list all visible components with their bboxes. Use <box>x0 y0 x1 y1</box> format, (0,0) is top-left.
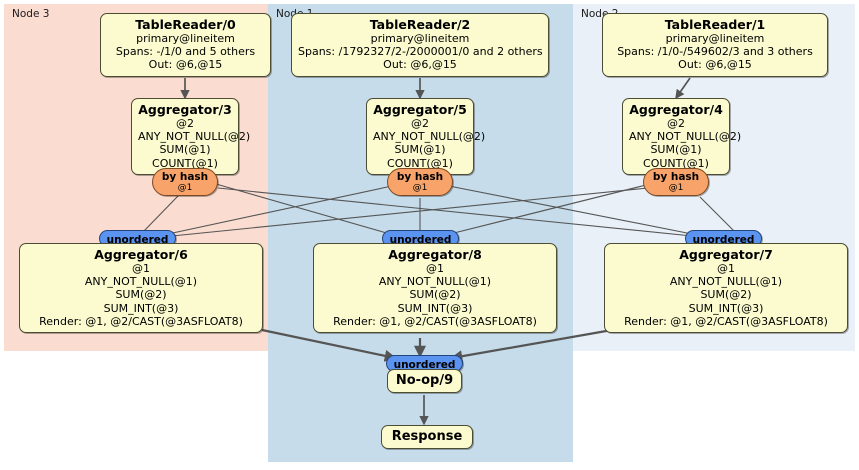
processor-line: ANY_NOT_NULL(@1) <box>378 275 492 289</box>
router-by-hash-mid[interactable]: by hash @1 <box>387 168 453 196</box>
processor-line: @1 <box>426 262 444 275</box>
processor-table-reader-1[interactable]: TableReader/1 primary@lineitem Spans: /1… <box>602 13 828 77</box>
router-sublabel: @1 <box>412 183 428 193</box>
router-sublabel: @1 <box>668 183 684 193</box>
processor-line: primary@lineitem <box>136 32 235 45</box>
processor-title: Response <box>391 429 463 444</box>
processor-title: Aggregator/3 <box>138 102 232 117</box>
processor-line: @2 <box>411 117 429 130</box>
processor-aggregator-8[interactable]: Aggregator/8 @1 ANY_NOT_NULL(@1) SUM(@2)… <box>313 243 557 334</box>
processor-line: SUM(@2) <box>115 288 167 302</box>
processor-line: Render: @1, @2/CAST(@3ASFLOAT8) <box>624 314 828 328</box>
processor-line: SUM(@1) <box>159 143 211 157</box>
processor-line: ANY_NOT_NULL(@2) <box>138 130 251 144</box>
router-label: by hash <box>161 171 209 183</box>
panel-node3-label: Node 3 <box>12 8 50 20</box>
processor-line: primary@lineitem <box>370 32 470 45</box>
processor-line: Render: @1, @2/CAST(@3ASFLOAT8) <box>333 314 537 328</box>
router-label: by hash <box>396 171 444 183</box>
processor-aggregator-4[interactable]: Aggregator/4 @2 ANY_NOT_NULL(@2) SUM(@1)… <box>622 98 742 175</box>
processor-aggregator-6[interactable]: Aggregator/6 @1 ANY_NOT_NULL(@1) SUM(@2)… <box>19 243 263 334</box>
processor-line: SUM(@1) <box>650 143 702 157</box>
processor-title: Aggregator/8 <box>388 247 482 262</box>
processor-line: @2 <box>176 117 194 130</box>
processor-table-reader-0[interactable]: TableReader/0 primary@lineitem Spans: -/… <box>100 13 271 77</box>
router-label: unordered <box>692 234 755 246</box>
processor-line: Out: @6,@15 <box>383 58 457 72</box>
processor-aggregator-5[interactable]: Aggregator/5 @2 ANY_NOT_NULL(@2) SUM(@1)… <box>366 98 486 175</box>
processor-line: COUNT(@1) <box>152 156 218 170</box>
processor-title: Aggregator/7 <box>679 247 773 262</box>
processor-line: ANY_NOT_NULL(@1) <box>84 275 198 289</box>
processor-line: Spans: /1/0-/549602/3 and 3 others <box>617 45 813 59</box>
processor-line: ANY_NOT_NULL(@1) <box>669 275 783 289</box>
processor-line: SUM(@2) <box>700 288 752 302</box>
processor-title: Aggregator/6 <box>94 247 188 262</box>
processor-title: TableReader/1 <box>664 17 766 32</box>
router-label: unordered <box>389 234 452 246</box>
processor-line: SUM(@2) <box>409 288 461 302</box>
processor-line: Out: @6,@15 <box>148 58 223 72</box>
processor-noop-9[interactable]: No-op/9 <box>387 369 462 393</box>
processor-line: SUM(@1) <box>394 143 446 157</box>
processor-response[interactable]: Response <box>381 425 473 449</box>
processor-line: SUM_INT(@3) <box>103 301 179 315</box>
router-sublabel: @1 <box>177 183 193 193</box>
processor-line: COUNT(@1) <box>387 156 453 170</box>
processor-aggregator-7[interactable]: Aggregator/7 @1 ANY_NOT_NULL(@1) SUM(@2)… <box>604 243 848 334</box>
processor-title: No-op/9 <box>395 373 454 388</box>
router-unordered-right[interactable]: unordered <box>685 230 762 247</box>
processor-line: Spans: /1792327/2-/2000001/0 and 2 other… <box>298 45 543 59</box>
processor-title: Aggregator/5 <box>373 102 467 117</box>
processor-line: ANY_NOT_NULL(@2) <box>373 130 486 144</box>
processor-line: Render: @1, @2/CAST(@3ASFLOAT8) <box>39 314 243 328</box>
processor-line: @1 <box>717 262 735 275</box>
processor-title: TableReader/2 <box>369 17 471 32</box>
processor-line: @2 <box>667 117 685 130</box>
processor-line: @1 <box>132 262 150 275</box>
processor-title: Aggregator/4 <box>629 102 723 117</box>
processor-line: SUM_INT(@3) <box>397 301 473 315</box>
processor-title: TableReader/0 <box>135 17 236 32</box>
router-by-hash-right[interactable]: by hash @1 <box>643 168 709 196</box>
router-by-hash-left[interactable]: by hash @1 <box>152 168 218 196</box>
processor-table-reader-2[interactable]: TableReader/2 primary@lineitem Spans: /1… <box>291 13 549 77</box>
router-label: unordered <box>393 359 456 371</box>
processor-aggregator-3[interactable]: Aggregator/3 @2 ANY_NOT_NULL(@2) SUM(@1)… <box>131 98 251 175</box>
processor-line: ANY_NOT_NULL(@2) <box>629 130 742 144</box>
processor-line: COUNT(@1) <box>643 156 709 170</box>
processor-line: Spans: -/1/0 and 5 others <box>115 45 256 59</box>
processor-line: primary@lineitem <box>665 32 765 45</box>
router-label: by hash <box>652 171 700 183</box>
processor-line: SUM_INT(@3) <box>688 301 764 315</box>
router-label: unordered <box>106 234 169 246</box>
processor-line: Out: @6,@15 <box>678 58 752 72</box>
